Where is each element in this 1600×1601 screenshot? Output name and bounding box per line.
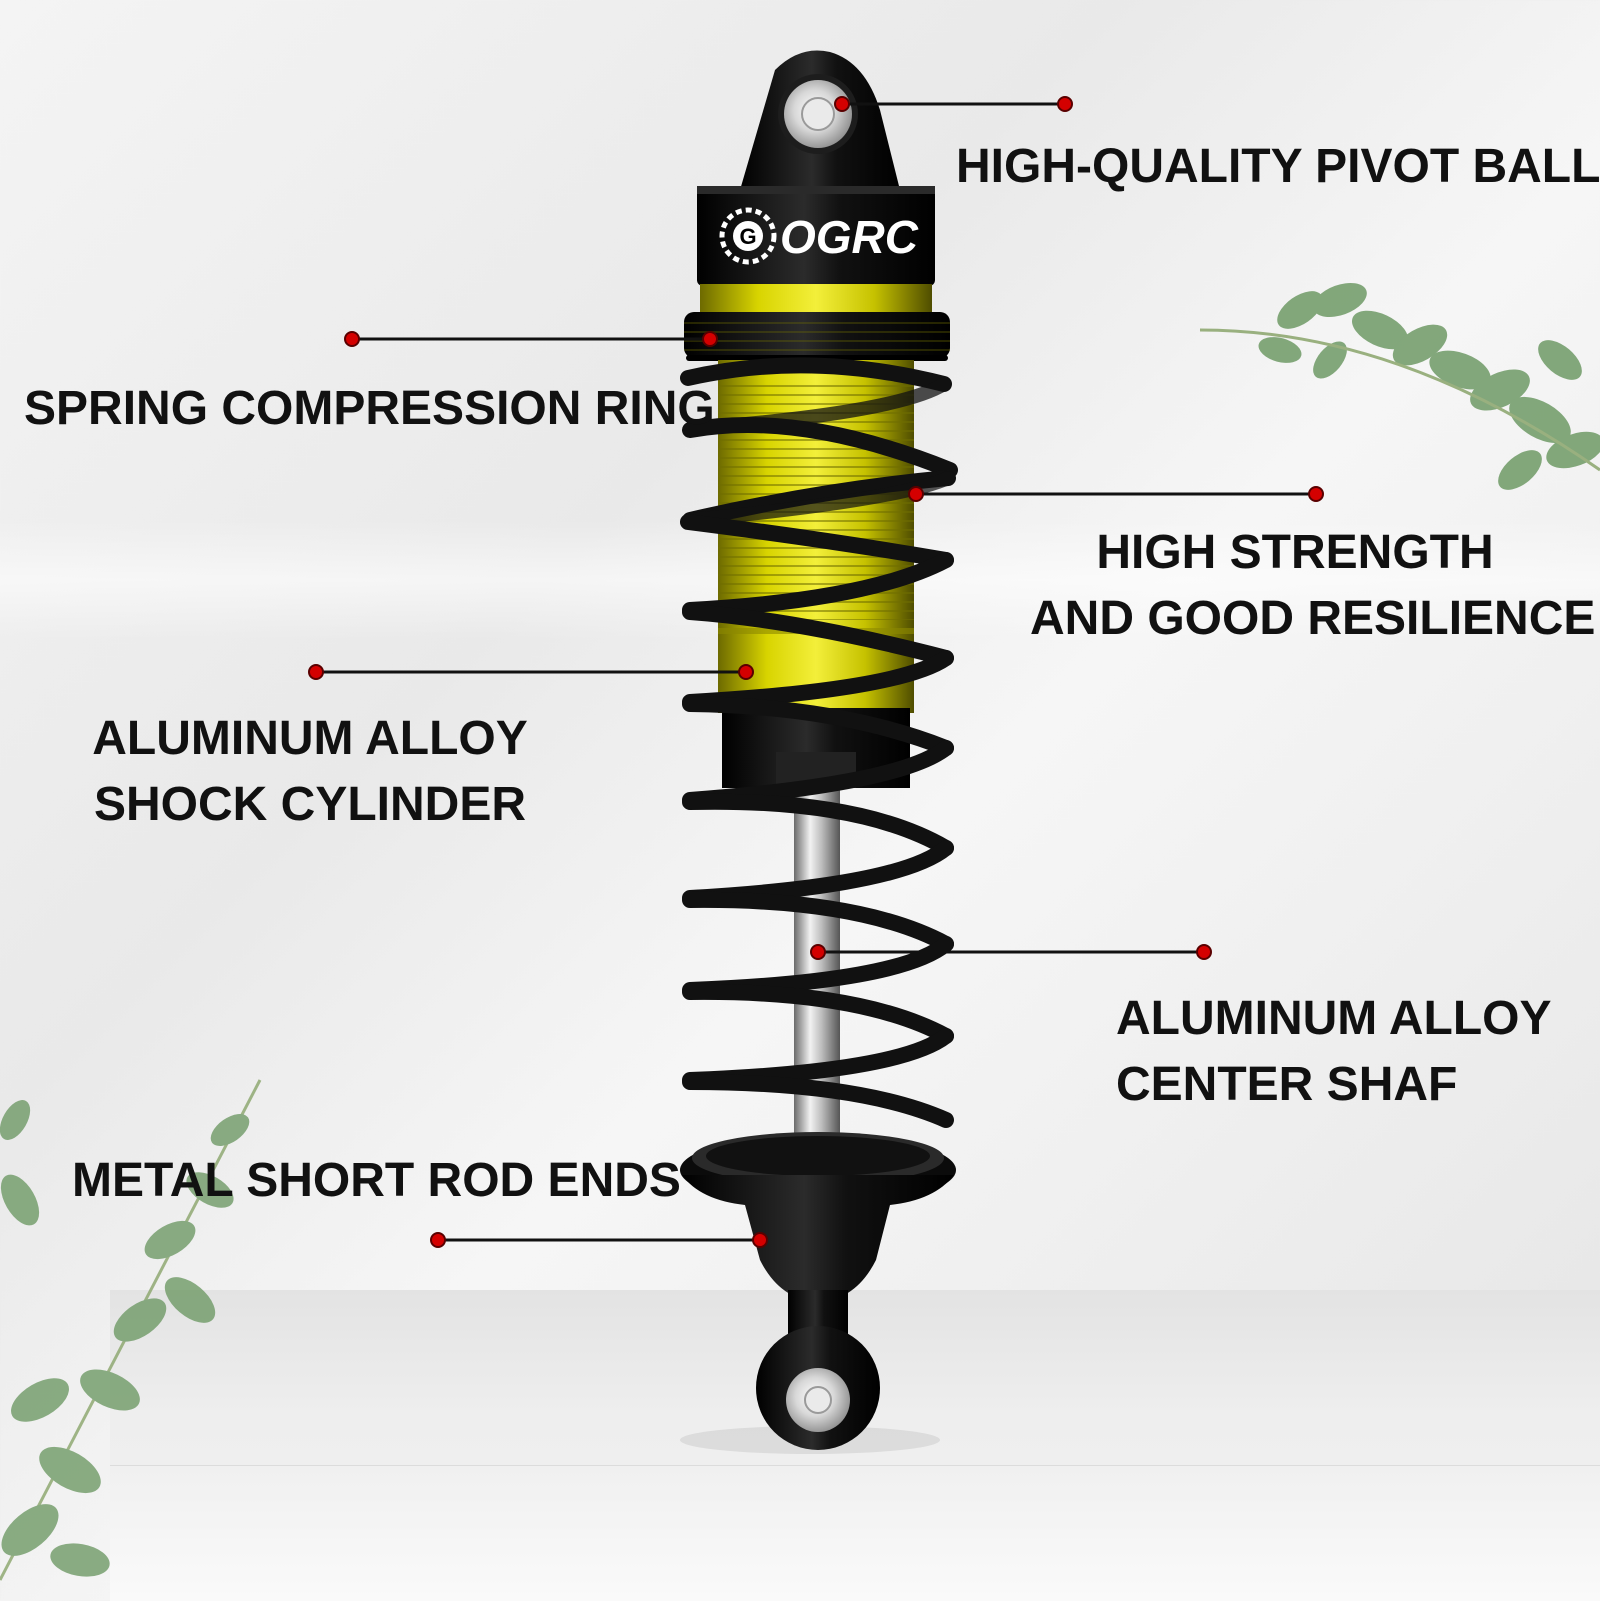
callout-markers [308, 96, 1324, 1248]
background-ledge [110, 1465, 1600, 1601]
marker-dot [908, 486, 924, 502]
marker-dot [738, 664, 754, 680]
plant-leaves-left [0, 1079, 262, 1581]
label-cylinder-line1: ALUMINUM ALLOY [92, 712, 528, 765]
marker-dot [810, 944, 826, 960]
marker-dot [1057, 96, 1073, 112]
brand-logo: G OGRC [719, 207, 919, 265]
label-strength-line2: AND GOOD RESILIENCE [1030, 592, 1596, 645]
callout-lines [316, 102, 1316, 1242]
marker-dot [834, 96, 850, 112]
plant-leaves-right [1199, 282, 1600, 490]
gear-icon [719, 207, 777, 265]
label-shaft-line2: CENTER SHAF [1116, 1058, 1458, 1111]
marker-dot [308, 664, 324, 680]
marker-dot [430, 1232, 446, 1248]
label-strength-line1: HIGH STRENGTH [1096, 526, 1494, 579]
svg-text:G: G [739, 224, 756, 249]
marker-dot [702, 331, 718, 347]
label-cylinder-line2: SHOCK CYLINDER [93, 778, 527, 831]
spring-cup [680, 1132, 956, 1302]
marker-dot [1308, 486, 1324, 502]
label-pivot-ball: HIGH-QUALITY PIVOT BALL [956, 140, 1600, 193]
marker-dot [344, 331, 360, 347]
marker-dot [1196, 944, 1212, 960]
top-eyelet [740, 50, 900, 190]
upper-collar [700, 284, 932, 316]
bottom-rod-end [756, 1290, 880, 1450]
marker-dot [752, 1232, 768, 1248]
label-shaft-line1: ALUMINUM ALLOY [1116, 992, 1552, 1045]
label-rod-ends: METAL SHORT ROD ENDS [72, 1154, 681, 1207]
spring-compression-ring [684, 312, 950, 361]
label-spring-compression-ring: SPRING COMPRESSION RING [24, 382, 715, 435]
logo-text: OGRC [780, 211, 919, 263]
